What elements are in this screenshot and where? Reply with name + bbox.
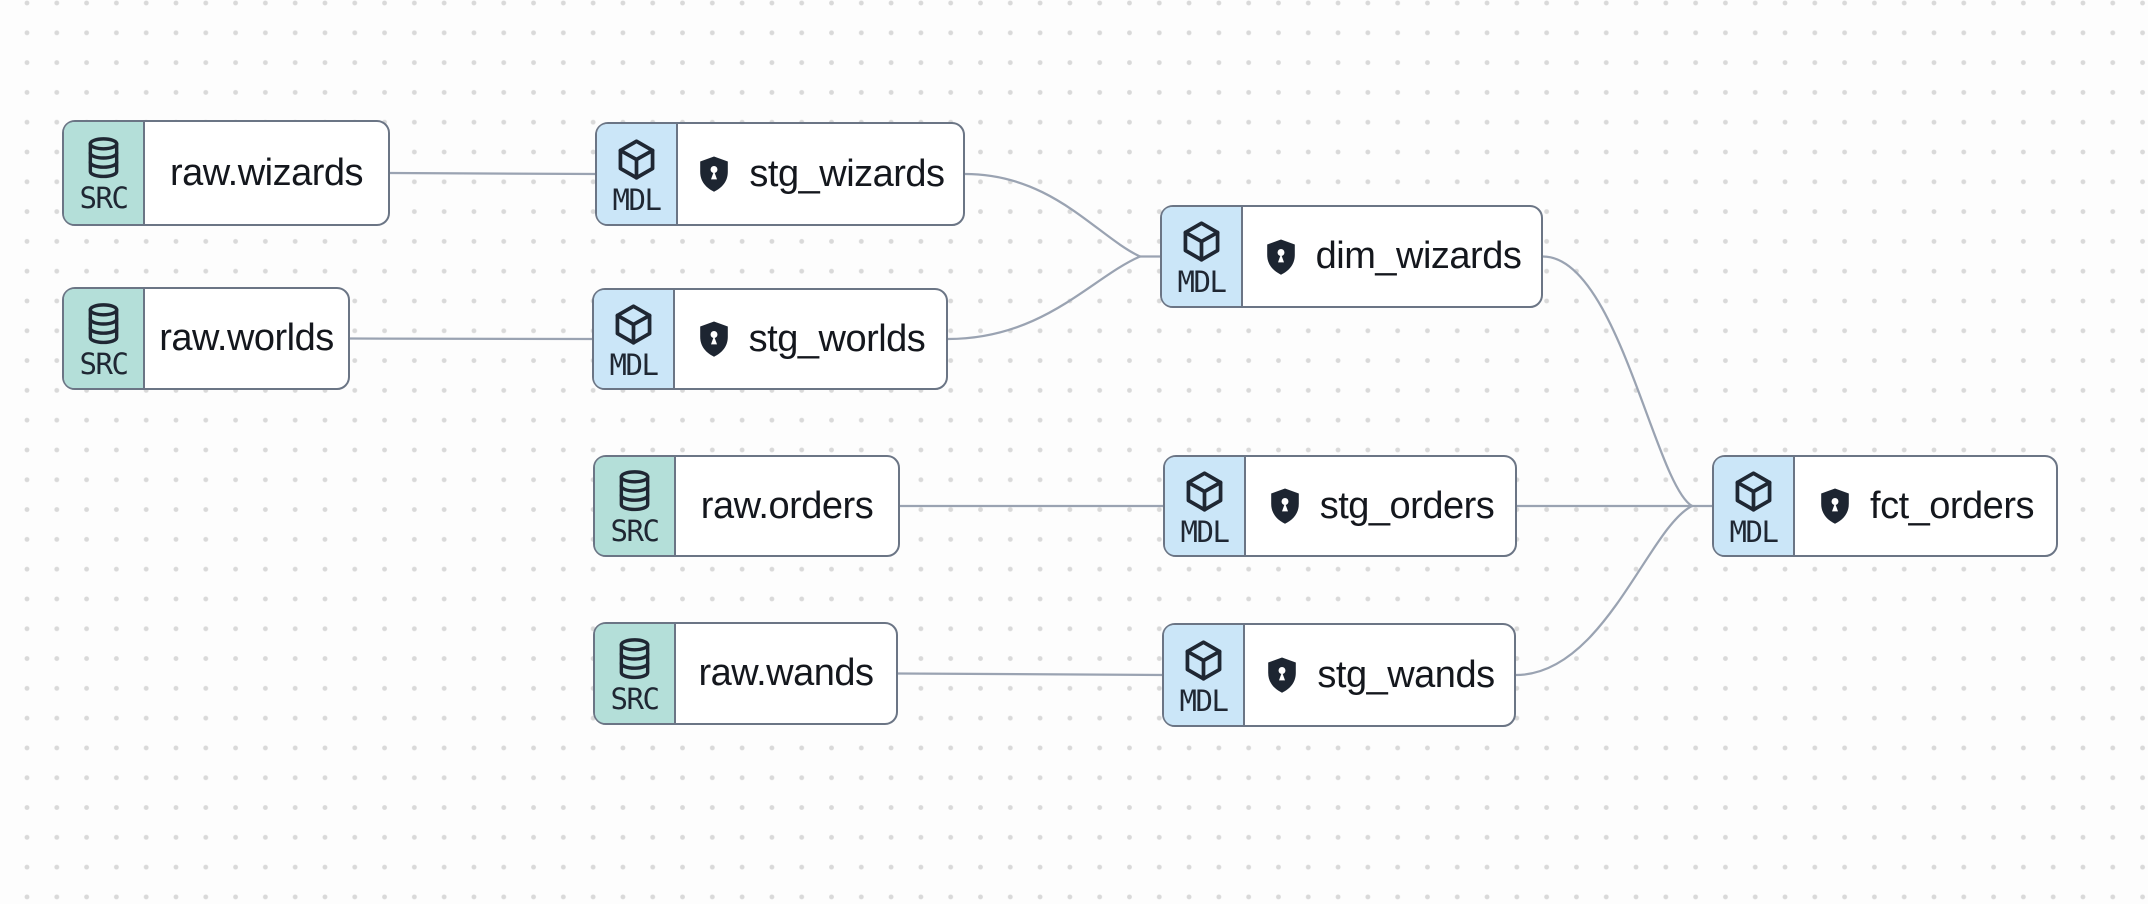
node-name-label: stg_orders <box>1319 484 1495 527</box>
node-dim_wizards[interactable]: MDL dim_wizards <box>1160 205 1543 308</box>
node-type-badge: SRC <box>64 289 145 388</box>
node-name-label: stg_wands <box>1317 653 1495 696</box>
node-type-label: SRC <box>79 181 129 216</box>
node-type-badge: SRC <box>595 624 676 723</box>
shield-lock-icon <box>1270 488 1299 524</box>
node-type-label: SRC <box>610 514 660 549</box>
node-name-label: raw.wands <box>698 652 874 694</box>
node-type-badge: MDL <box>1714 457 1795 555</box>
node-stg_wands[interactable]: MDL stg_wands <box>1162 623 1516 727</box>
edge-raw_wizards-stg_wizards[interactable] <box>388 171 600 176</box>
shield-lock-icon <box>1266 238 1295 275</box>
shield-lock-icon <box>1821 488 1849 524</box>
node-type-label: MDL <box>612 182 662 217</box>
shield-lock-icon <box>1268 657 1297 693</box>
node-body: stg_worlds <box>675 290 946 388</box>
node-body: stg_wands <box>1245 625 1514 725</box>
cube-icon <box>1735 471 1772 512</box>
cube-icon <box>615 304 652 345</box>
node-name-label: dim_wizards <box>1315 235 1522 277</box>
node-body: fct_orders <box>1795 457 2056 555</box>
node-type-badge: MDL <box>1165 457 1246 555</box>
node-body: raw.wizards <box>145 122 388 224</box>
node-type-badge: MDL <box>594 290 675 388</box>
node-name-label: raw.wizards <box>170 151 364 194</box>
node-raw_wizards[interactable]: SRC raw.wizards <box>62 120 390 226</box>
edge-raw_wands-stg_wands[interactable] <box>896 672 1167 677</box>
node-body: raw.orders <box>676 457 898 555</box>
node-body: raw.wands <box>676 624 896 723</box>
edge-dim_wizards-fct_orders[interactable] <box>1541 255 1694 508</box>
node-body: stg_orders <box>1246 457 1515 555</box>
node-raw_wands[interactable]: SRC raw.wands <box>593 622 898 725</box>
edge-stg_wizards-dim_wizards[interactable] <box>963 172 1142 258</box>
node-stg_wizards[interactable]: MDL stg_wizards <box>595 122 965 226</box>
cube-icon <box>1186 471 1223 512</box>
node-type-label: SRC <box>610 681 660 716</box>
node-type-label: MDL <box>1179 683 1229 718</box>
node-type-label: MDL <box>1729 514 1779 549</box>
database-icon <box>619 637 650 679</box>
node-raw_orders[interactable]: SRC raw.orders <box>593 455 900 557</box>
node-name-label: stg_worlds <box>748 317 926 360</box>
node-name-label: raw.orders <box>700 484 874 527</box>
node-body: stg_wizards <box>678 124 963 224</box>
node-fct_orders[interactable]: MDL fct_orders <box>1712 455 2058 557</box>
node-type-badge: SRC <box>64 122 145 224</box>
cube-icon <box>1185 640 1222 681</box>
node-stg_worlds[interactable]: MDL stg_worlds <box>592 288 948 390</box>
node-name-label: raw.worlds <box>159 317 334 359</box>
database-icon <box>88 137 119 179</box>
shield-lock-icon <box>700 156 729 192</box>
node-type-label: MDL <box>1180 514 1230 549</box>
node-stg_orders[interactable]: MDL stg_orders <box>1163 455 1517 557</box>
node-body: raw.worlds <box>145 289 348 388</box>
node-type-label: MDL <box>1177 265 1227 300</box>
node-type-label: SRC <box>79 346 129 381</box>
edge-stg_worlds-dim_wizards[interactable] <box>946 255 1142 341</box>
edge-raw_worlds-stg_worlds[interactable] <box>348 337 597 341</box>
node-type-badge: MDL <box>1164 625 1245 725</box>
node-name-label: stg_wizards <box>749 152 945 195</box>
database-icon <box>619 470 650 512</box>
node-body: dim_wizards <box>1243 207 1541 306</box>
node-raw_worlds[interactable]: SRC raw.worlds <box>62 287 350 390</box>
edge-stg_wands-fct_orders[interactable] <box>1514 504 1694 677</box>
node-type-badge: MDL <box>1162 207 1243 306</box>
shield-lock-icon <box>699 321 728 357</box>
node-type-badge: SRC <box>595 457 676 555</box>
cube-icon <box>1183 221 1220 262</box>
node-type-badge: MDL <box>597 124 678 224</box>
database-icon <box>88 302 119 344</box>
cube-icon <box>618 139 655 180</box>
node-name-label: fct_orders <box>1870 484 2034 527</box>
node-type-label: MDL <box>609 347 659 382</box>
